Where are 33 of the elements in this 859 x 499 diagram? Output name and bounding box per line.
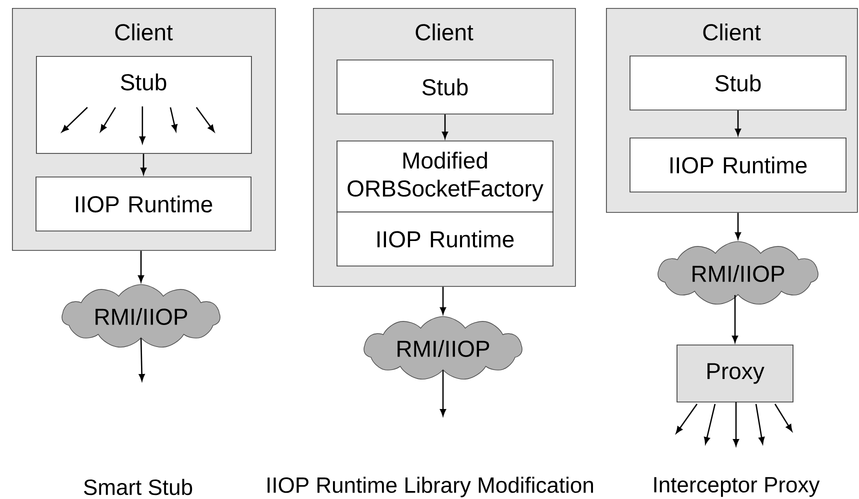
network-cloud: RMI/IIOP — [62, 284, 220, 348]
arrow — [755, 404, 765, 444]
component-box: IIOP Runtime — [336, 212, 554, 266]
arrow — [100, 107, 116, 132]
arrow — [440, 286, 446, 314]
arrow — [735, 212, 741, 240]
caption: Interceptor Proxy — [654, 477, 820, 497]
stub-box: Stub — [36, 56, 252, 154]
arrow — [139, 106, 146, 144]
arrow — [735, 110, 741, 136]
arrow — [138, 338, 145, 382]
arrow — [170, 107, 178, 132]
arrow — [774, 404, 792, 432]
caption: Smart Stub — [84, 478, 192, 496]
arrow — [732, 295, 738, 343]
component-box: Stub — [336, 60, 554, 114]
arrow — [196, 107, 215, 132]
caption: IIOP Runtime Library Modification — [268, 476, 593, 498]
component-box: IIOP Runtime — [630, 138, 846, 192]
arrow — [733, 402, 739, 446]
component-box: Stub — [630, 56, 846, 110]
component-box: Modified ORBSocketFactory — [336, 140, 554, 212]
arrow — [140, 154, 146, 175]
arrow — [138, 250, 144, 282]
network-cloud: RMI/IIOP — [364, 316, 522, 380]
arrow — [62, 106, 88, 132]
arrow — [676, 404, 698, 434]
arrow — [442, 114, 448, 139]
arrow — [704, 404, 716, 444]
proxy-box: Proxy — [676, 344, 794, 402]
arrow — [440, 370, 446, 416]
component-box: IIOP Runtime — [36, 176, 252, 232]
network-cloud: RMI/IIOP — [658, 241, 818, 305]
